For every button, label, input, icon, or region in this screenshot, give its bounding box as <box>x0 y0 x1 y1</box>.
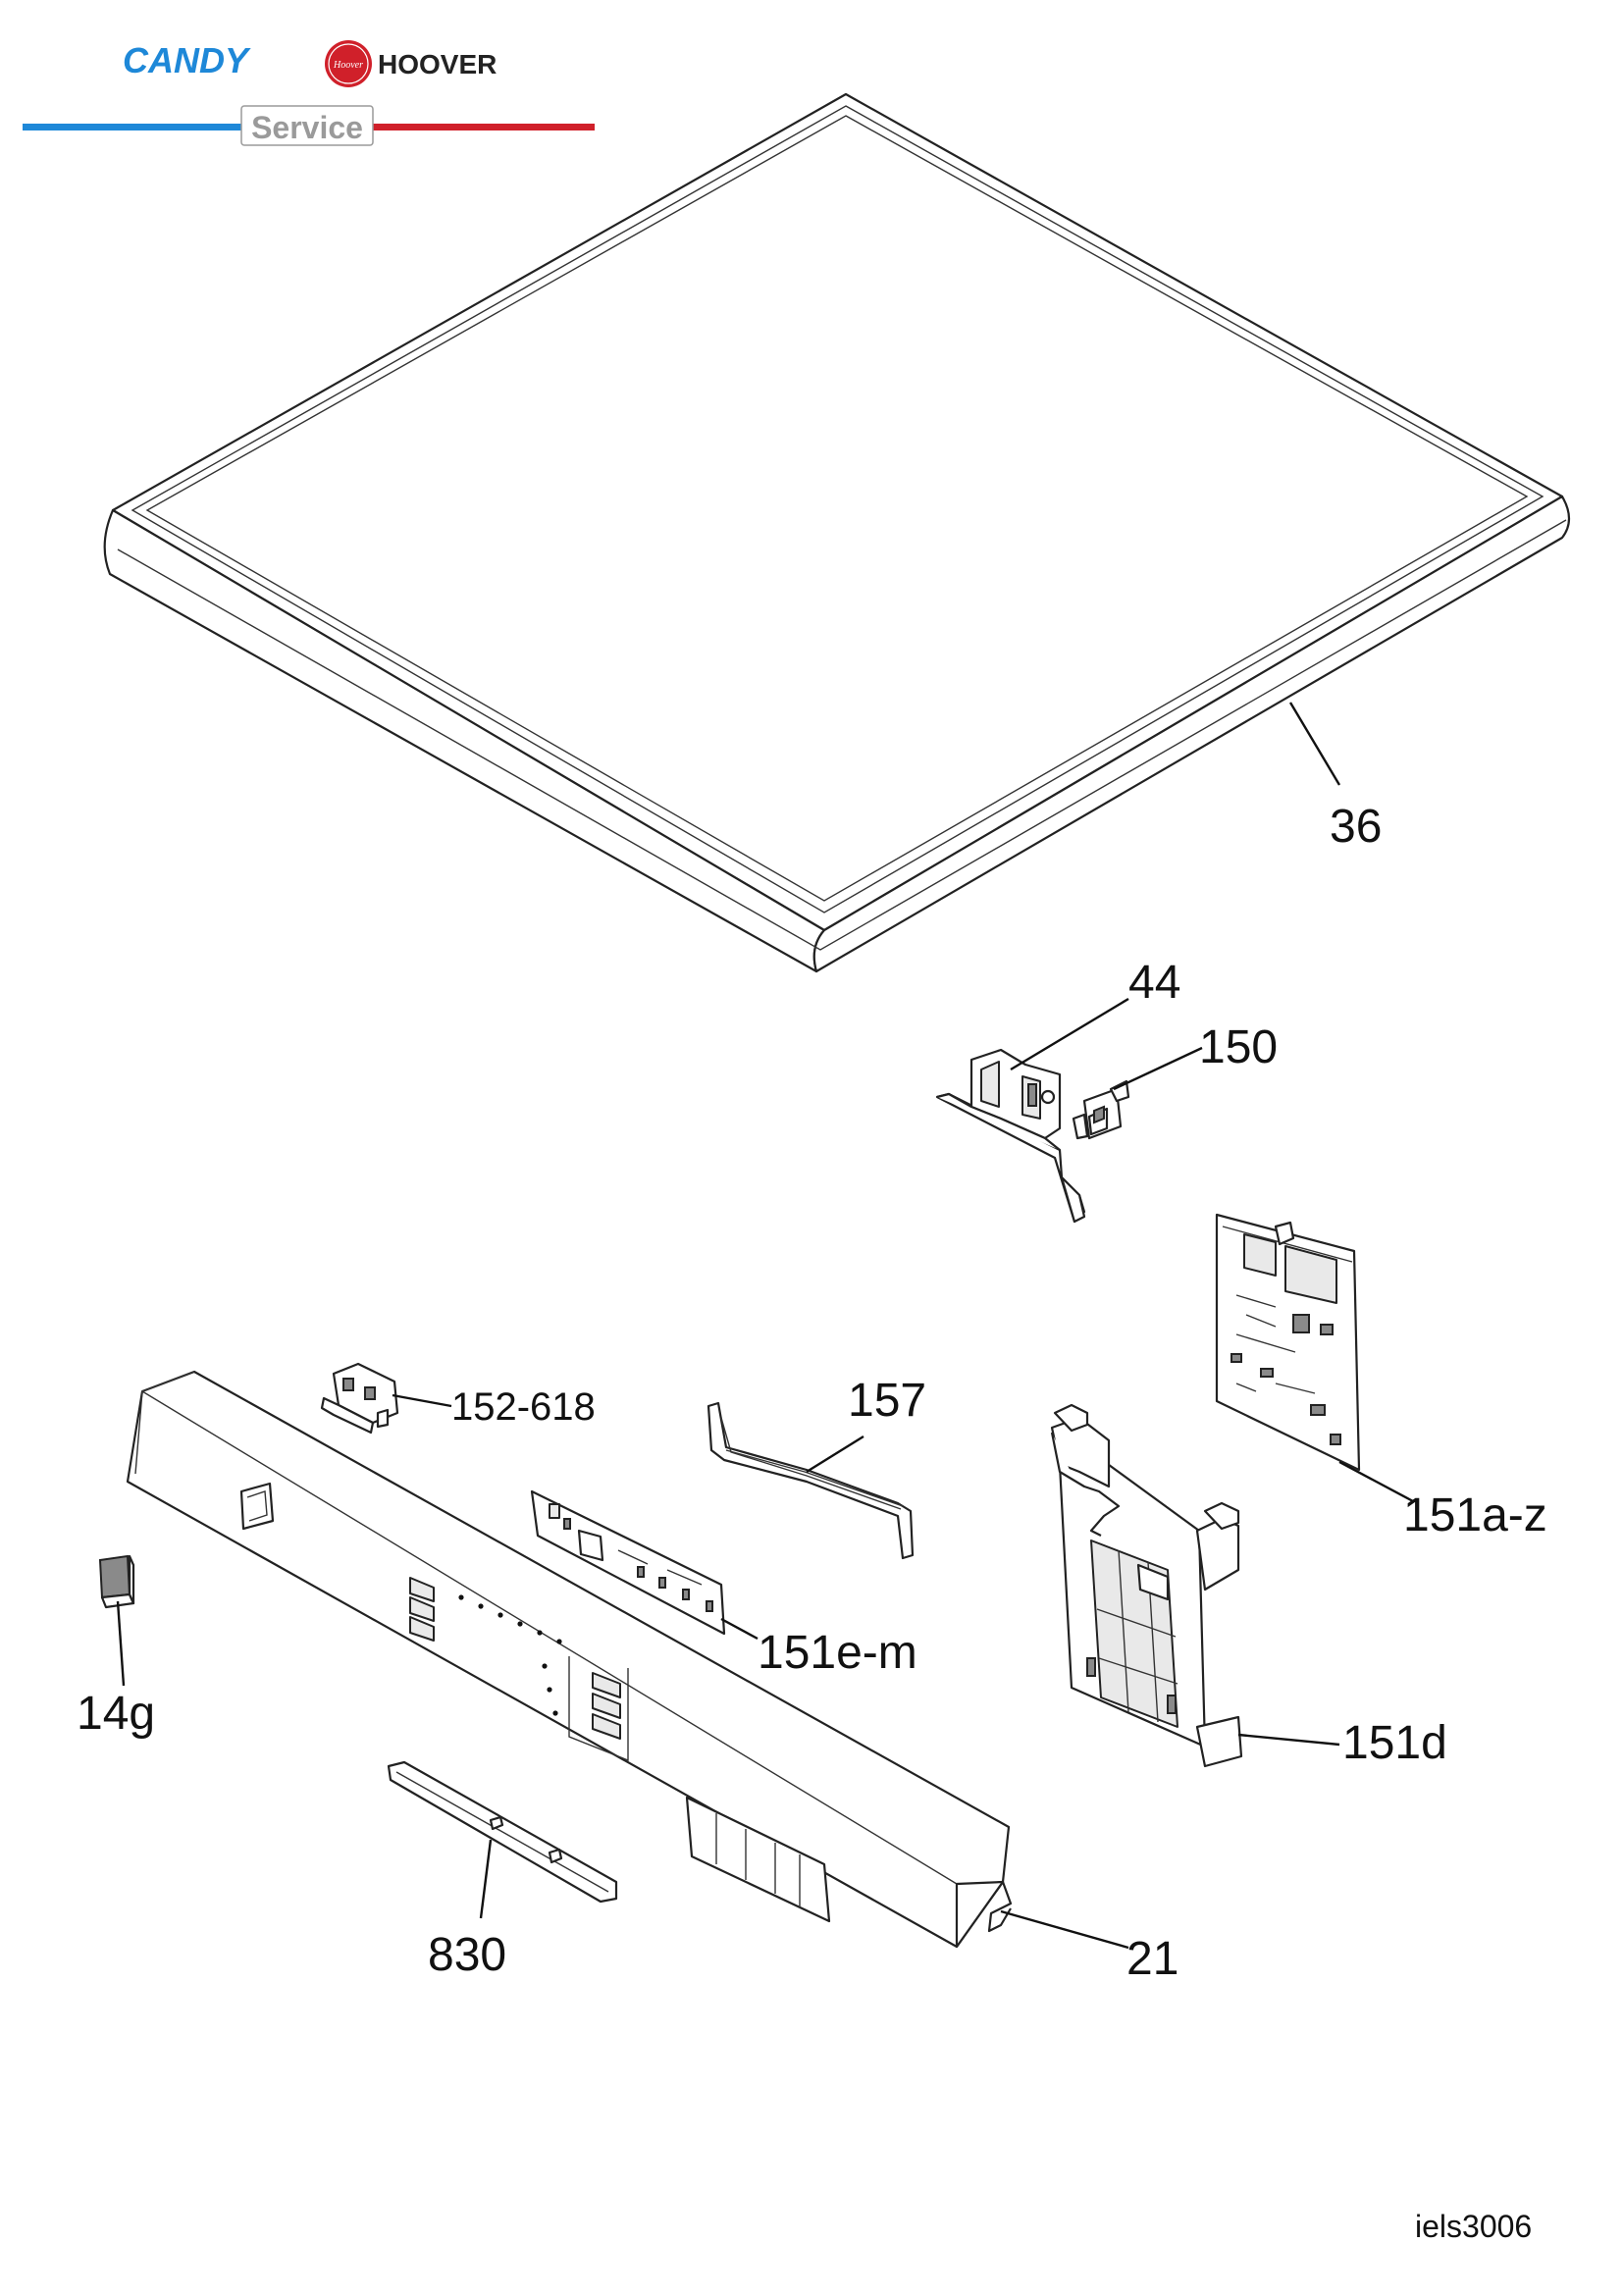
part-830-strip <box>387 1760 618 1904</box>
leader-14g <box>116 1600 126 1687</box>
part-36-worktop <box>103 92 1571 973</box>
label-36: 36 <box>1330 801 1382 853</box>
label-151em: 151e-m <box>758 1627 917 1679</box>
hoover-badge-text: Hoover <box>333 60 363 71</box>
label-157: 157 <box>848 1375 926 1427</box>
part-152-618-component <box>320 1362 399 1435</box>
part-labels: 36 44 150 152-618 157 151a-z 151e-m 151d… <box>77 801 1547 1985</box>
leader-157 <box>806 1435 864 1474</box>
hoover-badge-icon: Hoover <box>325 40 372 87</box>
part-151d-board-housing <box>1050 1403 1243 1768</box>
label-14g: 14g <box>77 1688 155 1740</box>
leader-151em <box>720 1617 759 1641</box>
part-151em-display-board <box>530 1489 726 1636</box>
part-44-door-latch <box>935 1048 1086 1224</box>
leader-21 <box>1000 1909 1129 1950</box>
part-151az-control-board <box>1215 1213 1361 1472</box>
leader-151az <box>1338 1460 1414 1503</box>
service-tab <box>240 105 374 146</box>
brand-header: CANDY Hoover HOOVER Service <box>23 40 595 146</box>
candy-logo: CANDY <box>123 40 251 80</box>
leader-lines <box>116 702 1414 1950</box>
service-label: Service <box>251 110 363 145</box>
part-14g-button <box>98 1554 135 1609</box>
hoover-logo: HOOVER <box>378 49 497 79</box>
label-830: 830 <box>428 1929 506 1981</box>
label-21: 21 <box>1126 1933 1178 1985</box>
part-157-ribbon-cable <box>707 1401 915 1560</box>
leader-150 <box>1113 1046 1203 1091</box>
leader-44 <box>1010 997 1129 1071</box>
leader-36 <box>1288 702 1341 786</box>
red-service-bar <box>371 124 595 130</box>
label-152-618: 152-618 <box>451 1385 596 1429</box>
leader-830 <box>479 1839 493 1919</box>
blue-service-bar <box>23 124 243 130</box>
label-150: 150 <box>1199 1021 1278 1073</box>
label-44: 44 <box>1128 957 1180 1009</box>
label-151az: 151a-z <box>1403 1489 1547 1541</box>
label-151d: 151d <box>1342 1717 1447 1769</box>
leader-152-618 <box>392 1393 452 1408</box>
drawing-code: iels3006 <box>1415 2209 1532 2244</box>
part-21-control-panel <box>126 1370 1013 1949</box>
leader-151d <box>1237 1733 1340 1747</box>
part-150-microswitch <box>1072 1079 1130 1140</box>
